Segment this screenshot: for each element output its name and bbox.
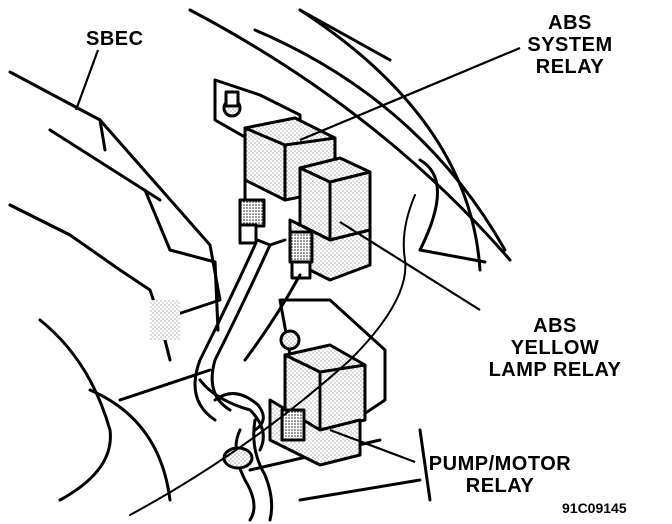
label-sbec: SBEC: [86, 28, 144, 50]
wiring-harness: [193, 243, 302, 522]
fender-wire: [129, 194, 416, 516]
leader-sbec: [74, 49, 100, 111]
figure-id: 91C09145: [562, 500, 627, 516]
label-abs-system-relay: ABS SYSTEM RELAY: [527, 12, 613, 78]
leader-abs-yellow-lamp-relay: [339, 221, 481, 311]
sbec-module: [8, 70, 222, 362]
pump-motor-relay-body: [268, 343, 367, 467]
leader-abs-system-relay: [299, 46, 521, 142]
abs-yellow-lamp-relay-body: [288, 156, 372, 282]
label-abs-yellow-lamp-relay: ABS YELLOW LAMP RELAY: [488, 315, 622, 381]
leader-pump-motor-relay: [329, 428, 416, 464]
label-pump-motor-relay: PUMP/MOTOR RELAY: [428, 453, 572, 497]
fender-panel: [188, 8, 512, 272]
